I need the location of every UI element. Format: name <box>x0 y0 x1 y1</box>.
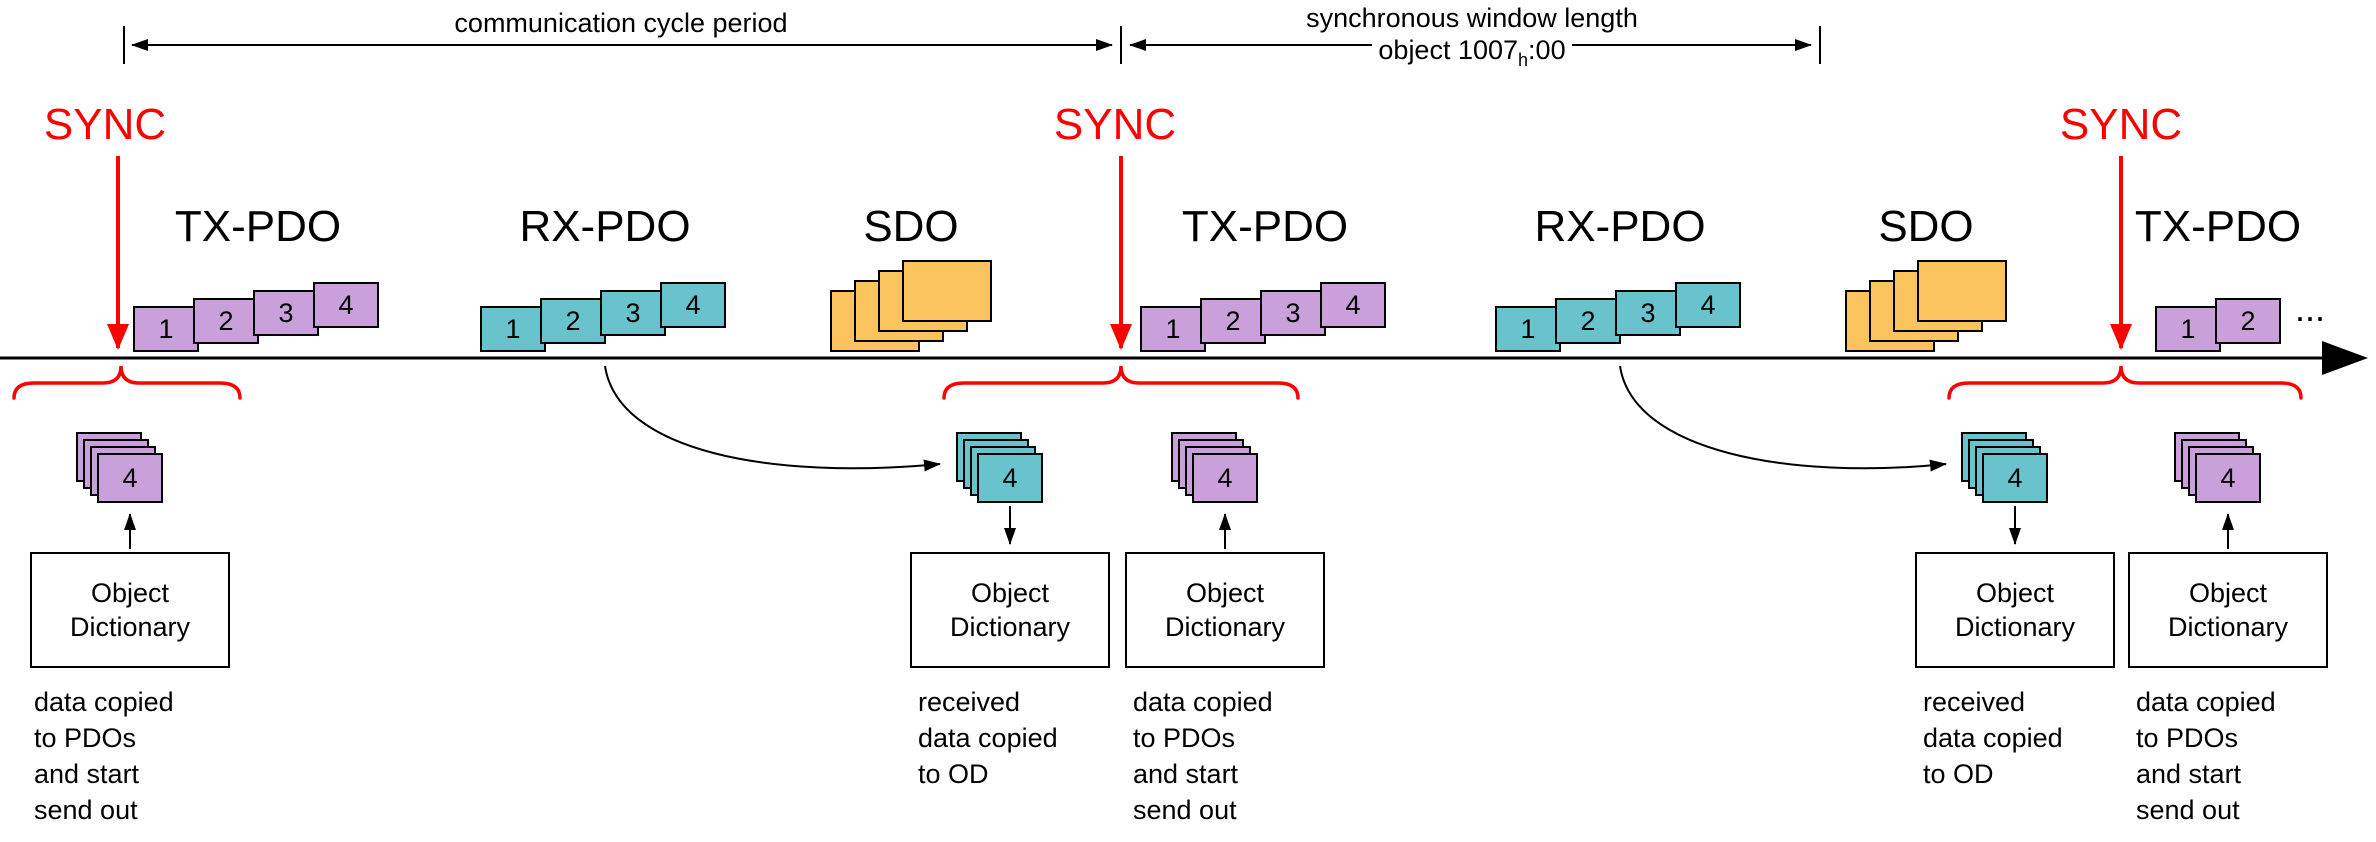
sync-window-object: object 1007h:00 <box>1372 34 1572 76</box>
pdo-stack-4: 4 <box>1961 432 2049 504</box>
sync-brace-3 <box>1947 365 2303 400</box>
txpdo-label-3: TX-PDO <box>2134 202 2302 251</box>
rxpdo-to-od-arrow-1 <box>604 365 941 472</box>
caption-5: data copied to PDOs and start send out <box>2136 687 2276 825</box>
caption-2: received data copied to OD <box>918 687 1058 789</box>
stack-card-front: 4 <box>1982 453 2048 503</box>
pdo-stack-1: 4 <box>76 432 164 504</box>
object-dictionary-box-4: Object Dictionary <box>1915 552 2115 668</box>
stack-card-front: 4 <box>977 453 1043 503</box>
rxpdo-label-1: RX-PDO <box>519 202 691 251</box>
rxpdo-label-2: RX-PDO <box>1534 202 1706 251</box>
cycle-period-label: communication cycle period <box>371 8 871 39</box>
pdo-card-3: 3 <box>253 290 319 336</box>
object-index-subscript: h <box>1518 50 1529 70</box>
object-index: object 1007 <box>1378 35 1519 65</box>
pdo-card-1: 1 <box>1495 306 1561 352</box>
sync-label-1: SYNC <box>43 100 167 149</box>
rxpdo-to-od-arrow-2 <box>1619 365 1947 472</box>
pdo-card-1: 1 <box>133 306 199 352</box>
stack-card-front: 4 <box>2195 453 2261 503</box>
caption-4: received data copied to OD <box>1923 687 2063 789</box>
pdo-card-4: 4 <box>660 282 726 328</box>
object-subindex: :00 <box>1528 35 1566 65</box>
object-dictionary-box-3: Object Dictionary <box>1125 552 1325 668</box>
pdo-card-2: 2 <box>1555 298 1621 344</box>
sdo-label-2: SDO <box>1878 202 1974 251</box>
txpdo-label-1: TX-PDO <box>174 202 342 251</box>
pdo-card-3: 3 <box>1260 290 1326 336</box>
pdo-card-2: 2 <box>1200 298 1266 344</box>
caption-3: data copied to PDOs and start send out <box>1133 687 1273 825</box>
stack-card-front: 4 <box>97 453 163 503</box>
continuation-ellipsis: ... <box>2295 288 2326 329</box>
stack-card-front: 4 <box>1192 453 1258 503</box>
sync-brace-2 <box>942 365 1300 400</box>
cycle-period-text: communication cycle period <box>448 8 794 39</box>
pdo-card-1: 1 <box>480 306 546 352</box>
sdo-card <box>1917 260 2007 322</box>
pdo-card-4: 4 <box>313 282 379 328</box>
sync-window-text: synchronous window length <box>1300 2 1644 34</box>
pdo-card-2: 2 <box>540 298 606 344</box>
pdo-card-3: 3 <box>1615 290 1681 336</box>
pdo-card-4: 4 <box>1320 282 1386 328</box>
object-dictionary-box-5: Object Dictionary <box>2128 552 2328 668</box>
sync-label-3: SYNC <box>2059 100 2183 149</box>
timeline-arrowhead <box>2322 341 2368 375</box>
sync-label-2: SYNC <box>1053 100 1177 149</box>
pdo-card-1: 1 <box>1140 306 1206 352</box>
pdo-card-4: 4 <box>1675 282 1741 328</box>
object-dictionary-box-1: Object Dictionary <box>30 552 230 668</box>
object-dictionary-box-2: Object Dictionary <box>910 552 1110 668</box>
sdo-card <box>902 260 992 322</box>
pdo-card-2: 2 <box>193 298 259 344</box>
caption-1: data copied to PDOs and start send out <box>34 687 174 825</box>
txpdo-label-2: TX-PDO <box>1181 202 1349 251</box>
pdo-card-1: 1 <box>2155 306 2221 352</box>
pdo-card-3: 3 <box>600 290 666 336</box>
pdo-card-2: 2 <box>2215 298 2281 344</box>
pdo-stack-3: 4 <box>1171 432 1259 504</box>
sdo-label-1: SDO <box>863 202 959 251</box>
sync-brace-1 <box>12 365 242 400</box>
pdo-stack-2: 4 <box>956 432 1044 504</box>
pdo-stack-5: 4 <box>2174 432 2262 504</box>
sync-window-label: synchronous window length object 1007h:0… <box>1272 2 1672 76</box>
